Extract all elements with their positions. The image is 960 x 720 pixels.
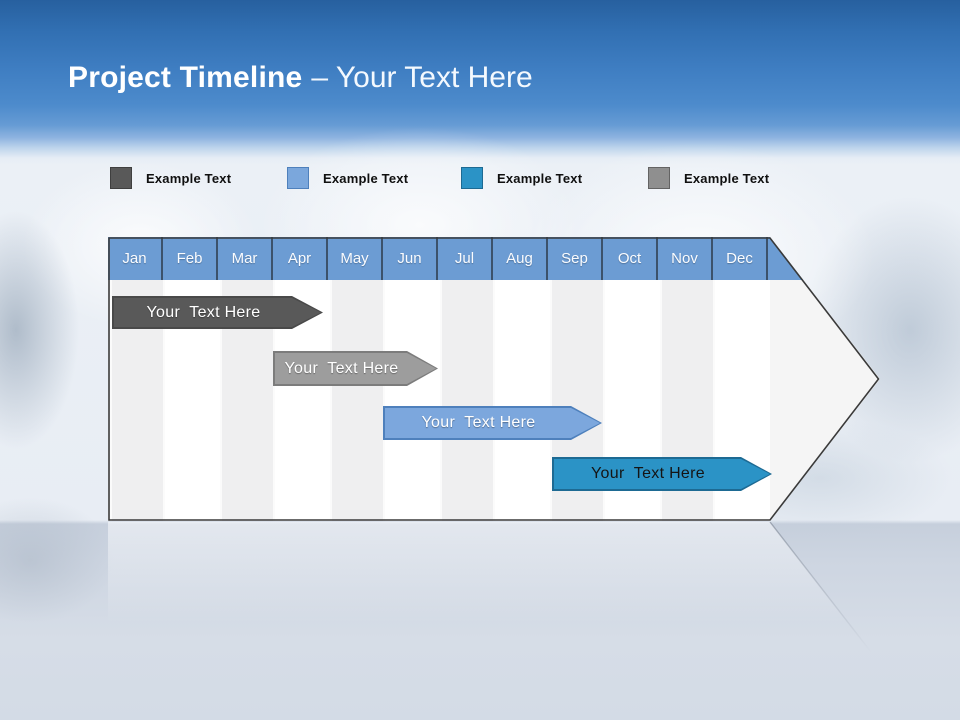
month-cell-may: May <box>328 237 383 280</box>
legend-swatch-teal-blue <box>461 167 483 189</box>
timeline-bar-body: Your Text Here <box>114 298 321 327</box>
legend-item-3[interactable]: Example Text <box>461 167 582 189</box>
legend-label: Example Text <box>497 170 583 186</box>
column-jun <box>385 280 440 521</box>
timeline-bar-body: Your Text Here <box>385 408 600 438</box>
month-cell-feb: Feb <box>163 237 218 280</box>
month-cell-jun: Jun <box>383 237 438 280</box>
month-cell-nov: Nov <box>658 237 713 280</box>
timeline-bar-body: Your Text Here <box>554 459 770 489</box>
legend-item-1[interactable]: Example Text <box>110 167 231 189</box>
timeline-bar-label: Your Text Here <box>146 303 261 321</box>
timeline-reflection <box>108 522 871 652</box>
month-cell-sep: Sep <box>548 237 603 280</box>
legend-swatch-gray <box>648 167 670 189</box>
title-bold-text: Project Timeline <box>68 61 303 94</box>
legend-item-2[interactable]: Example Text <box>287 167 408 189</box>
legend-label: Example Text <box>684 170 770 186</box>
month-cell-dec: Dec <box>713 237 768 280</box>
month-cell-aug: Aug <box>493 237 548 280</box>
legend-item-4[interactable]: Example Text <box>648 167 769 189</box>
timeline-bar-body: Your Text Here <box>275 353 436 384</box>
column-jul <box>440 280 495 521</box>
page-title[interactable]: Project Timeline– Your Text Here <box>68 61 533 95</box>
timeline-bar-2[interactable]: Your Text Here <box>273 351 438 386</box>
timeline-bar-3[interactable]: Your Text Here <box>383 406 602 440</box>
legend-swatch-dark-gray <box>110 167 132 189</box>
title-placeholder-text: – Your Text Here <box>311 61 533 94</box>
legend-label: Example Text <box>323 170 409 186</box>
month-row-filler <box>768 237 880 280</box>
timeline-bar-label: Your Text Here <box>284 359 399 377</box>
column-may <box>330 280 385 521</box>
column-aug <box>495 280 550 521</box>
timeline-bar-label: Your Text Here <box>591 465 705 482</box>
timeline-bar-4[interactable]: Your Text Here <box>552 457 772 491</box>
month-cell-jan: Jan <box>108 237 163 280</box>
month-cell-oct: Oct <box>603 237 658 280</box>
timeline-bar-label: Your Text Here <box>421 414 536 431</box>
legend-label: Example Text <box>146 170 232 186</box>
month-cell-apr: Apr <box>273 237 328 280</box>
month-cell-jul: Jul <box>438 237 493 280</box>
month-cell-mar: Mar <box>218 237 273 280</box>
legend-swatch-light-blue <box>287 167 309 189</box>
timeline-bar-1[interactable]: Your Text Here <box>112 296 323 329</box>
